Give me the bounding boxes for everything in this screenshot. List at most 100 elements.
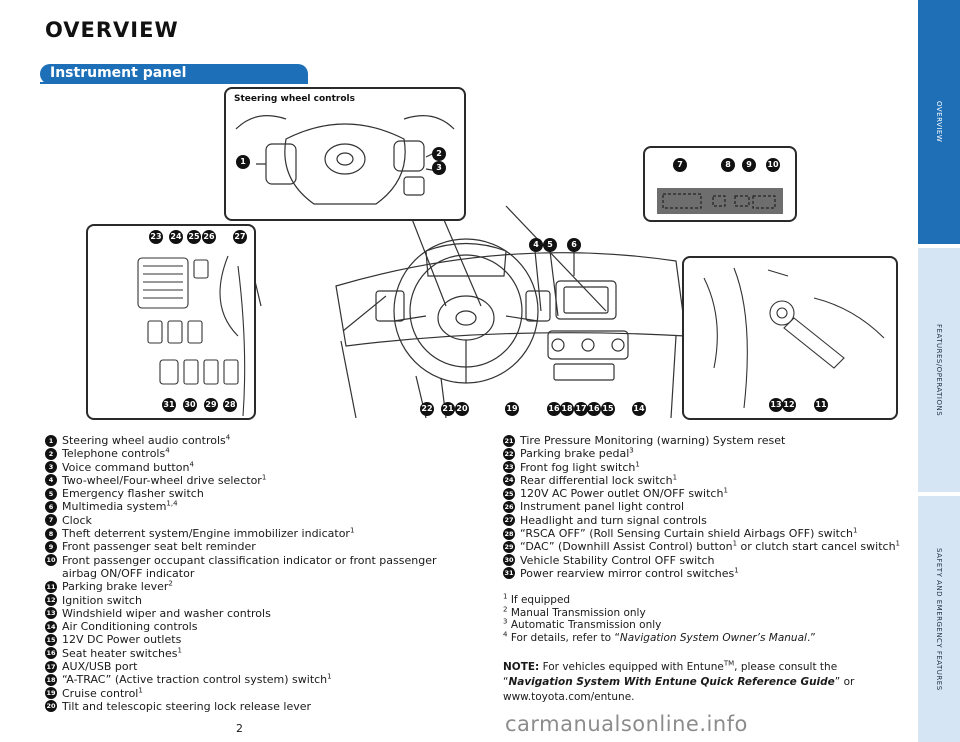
list-text: AUX/USB port [62, 660, 138, 674]
list-sup: 2 [168, 579, 173, 588]
list-sup: 1 [723, 486, 728, 495]
list-text: Tire Pressure Monitoring (warning) Syste… [520, 434, 786, 447]
list-number: 16 [45, 647, 57, 660]
list-sup: 1 [853, 526, 858, 535]
list-text: Instrument panel light control [520, 500, 685, 514]
callout-20: 20 [455, 402, 469, 416]
callout-23: 23 [149, 230, 163, 244]
list-text: Windshield wiper and washer controls [62, 606, 271, 620]
list-number: 5 [45, 487, 57, 500]
list-text: Power rearview mirror control switches [520, 566, 735, 580]
list-sup: 1 [177, 646, 182, 655]
list-sup-tail: 1 [895, 539, 901, 548]
list-number: 9 [45, 540, 57, 553]
list-number: 3 [45, 461, 57, 474]
footnote-mark: 2 [503, 605, 508, 613]
list-item: 9 Front passenger seat belt reminder [45, 540, 445, 553]
list-number: 14 [45, 620, 57, 633]
callout-3: 3 [432, 161, 446, 175]
steering-wheel-inset-label: Steering wheel controls [234, 94, 355, 104]
list-number: 12 [45, 594, 57, 607]
list-sup: 1 [138, 685, 143, 694]
note-text-2: , please consult the “ [503, 661, 838, 688]
list-number: 26 [503, 500, 515, 513]
list-text: “RSCA OFF” (Roll Sensing Curtain shield … [520, 527, 854, 541]
list-number: 17 [45, 660, 57, 673]
callout-18: 18 [560, 402, 574, 416]
list-number: 18 [45, 673, 57, 686]
callout-26: 26 [202, 230, 216, 244]
list-number: 8 [45, 527, 57, 540]
tab-safety-emergency[interactable]: SAFETY AND EMERGENCY FEATURES [918, 496, 960, 742]
list-number: 15 [45, 633, 57, 646]
ignition-drawing [703, 267, 885, 409]
list-text: “A-TRAC” (Active traction control system… [62, 673, 328, 687]
list-sup: 4 [165, 446, 170, 455]
callout-9: 9 [742, 158, 756, 172]
footnote: 3 Automatic Transmission only [503, 617, 903, 632]
list-text: Voice command button [62, 460, 190, 474]
callout-8: 8 [721, 158, 735, 172]
list-number: 6 [45, 500, 57, 513]
callout-28: 28 [223, 398, 237, 412]
footnote-italic: Navigation System Owner’s Manual [619, 631, 807, 644]
list-text: “DAC” (Downhill Assist Control) button [520, 540, 733, 554]
callout-15: 15 [601, 402, 615, 416]
callout-5: 5 [543, 238, 557, 252]
note-text-3: ” or www.toyota.com/entune. [503, 676, 855, 703]
section-underline [40, 82, 308, 84]
list-text: Front passenger seat belt reminder [62, 540, 256, 554]
list-text: Parking brake pedal [520, 447, 630, 461]
callout-16b: 16 [587, 402, 601, 416]
callout-16: 16 [547, 402, 561, 416]
list-text: Vehicle Stability Control OFF switch [520, 553, 715, 567]
list-sup: 1 [734, 566, 739, 575]
list-sup: 4 [225, 433, 231, 442]
footnote-text: Manual Transmission only [510, 606, 646, 619]
list-sup: 1 [327, 672, 332, 681]
list-sup: 1 [261, 473, 267, 482]
list-text: Rear differential lock switch [520, 473, 673, 487]
list-number: 11 [45, 580, 57, 593]
callout-1: 1 [236, 155, 250, 169]
callout-14: 14 [632, 402, 646, 416]
page-title: OVERVIEW [45, 18, 179, 42]
tab-features-operations[interactable]: FEATURES/OPERATIONS [918, 248, 960, 492]
tab-overview[interactable]: OVERVIEW [918, 0, 960, 244]
list-item: 18 “A-TRAC” (Active traction control syst… [45, 673, 445, 686]
callout-12: 12 [782, 398, 796, 412]
footnote-mark: 3 [503, 617, 508, 626]
section-title: Instrument panel [50, 65, 187, 81]
callout-27: 27 [233, 230, 247, 244]
list-number: 24 [503, 474, 515, 487]
callout-29: 29 [204, 398, 218, 412]
list-sup: 1 [635, 459, 640, 468]
steering-wheel-drawing [235, 115, 455, 205]
list-item: 17 AUX/USB port [45, 660, 445, 673]
instrument-panel-figure: Steering wheel controls 1 2 3 [86, 86, 898, 420]
list-text: Front fog light switch [520, 460, 636, 474]
callout-30: 30 [183, 398, 197, 412]
indicator-panel [657, 188, 783, 214]
watermark[interactable]: carmanualsonline.info [505, 712, 748, 736]
list-text: Emergency flasher switch [62, 487, 204, 501]
callout-21: 21 [441, 402, 455, 416]
